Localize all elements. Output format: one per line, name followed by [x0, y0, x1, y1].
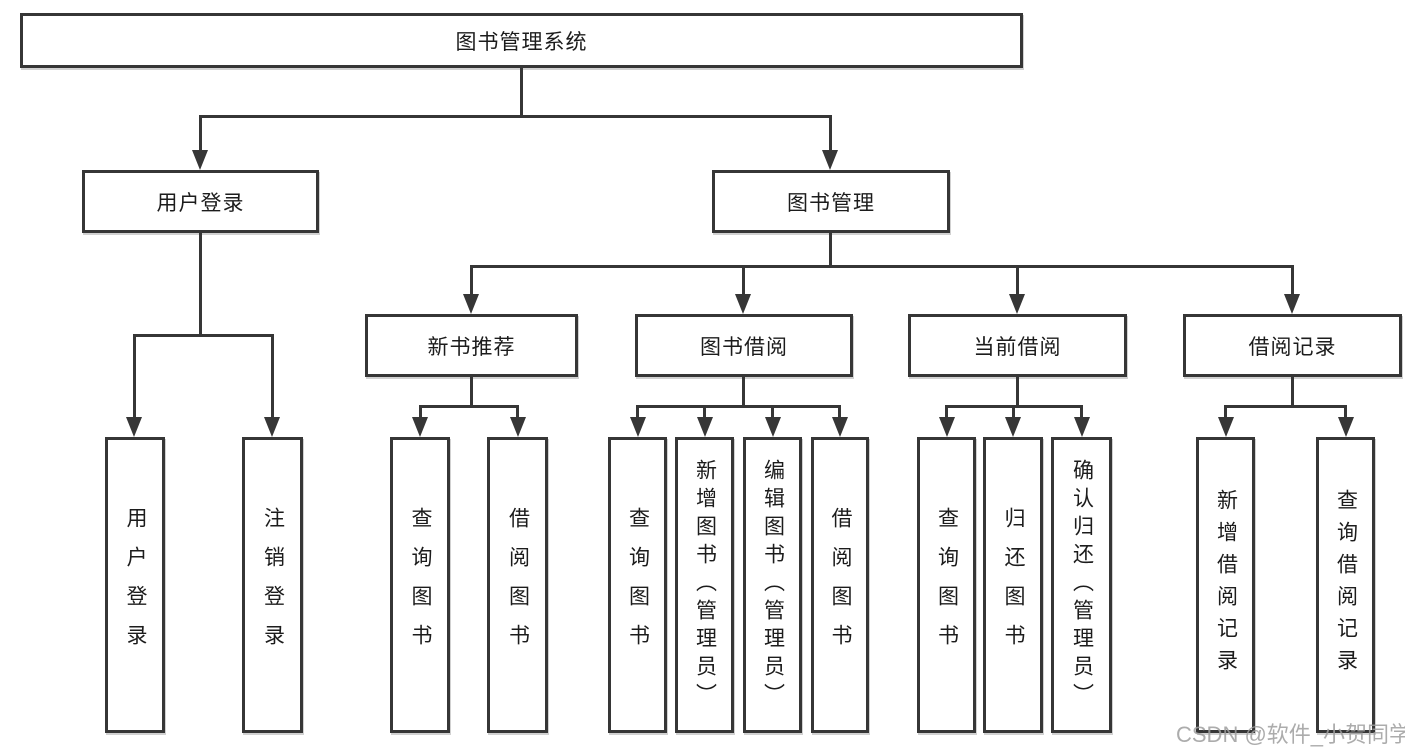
node-current-borrowing: 当前借阅	[908, 314, 1127, 377]
leaf-query-books-borrow: 查询图书	[608, 437, 667, 733]
connector-drop-leaf	[771, 405, 774, 419]
arrow-down-icon	[822, 150, 838, 170]
connector-rec-trunk	[470, 377, 473, 408]
arrow-down-icon	[939, 417, 955, 437]
connector-drop-leaf	[1344, 405, 1347, 419]
arrow-down-icon	[126, 417, 142, 437]
csdn-watermark: CSDN @软件_小贺同学	[1176, 722, 1405, 747]
arrow-down-icon	[1005, 417, 1021, 437]
leaf-add-borrow-record: 新增借阅记录	[1196, 437, 1255, 733]
leaf-query-borrow-record: 查询借阅记录	[1316, 437, 1375, 733]
leaf-edit-books-admin: 编辑图书（管理员）	[743, 437, 802, 733]
connector-drop-leaf	[1012, 405, 1015, 419]
connector-drop-borrow	[742, 265, 745, 297]
node-new-book-recommend: 新书推荐	[365, 314, 578, 377]
leaf-confirm-return-admin: 确认归还（管理员）	[1051, 437, 1112, 733]
connector-drop-book-mgmt	[829, 115, 832, 153]
arrow-down-icon	[192, 150, 208, 170]
connector-drop-leaf	[945, 405, 948, 419]
connector-user-login-bus	[133, 334, 273, 337]
connector-drop-rec	[470, 265, 473, 297]
connector-user-login-trunk	[199, 233, 202, 337]
connector-borrow-trunk	[742, 377, 745, 408]
connector-drop-records	[1291, 265, 1294, 297]
connector-borrow-bus	[636, 405, 841, 408]
leaf-query-books-rec: 查询图书	[390, 437, 450, 733]
arrow-down-icon	[630, 417, 646, 437]
leaf-borrow-books: 借阅图书	[811, 437, 869, 733]
arrow-down-icon	[1218, 417, 1234, 437]
arrow-down-icon	[264, 417, 280, 437]
arrow-down-icon	[765, 417, 781, 437]
connector-drop-current	[1016, 265, 1019, 297]
arrow-down-icon	[832, 417, 848, 437]
leaf-query-books-current: 查询图书	[917, 437, 976, 733]
connector-root-trunk	[520, 66, 523, 118]
node-user-login: 用户登录	[82, 170, 319, 233]
connector-records-bus	[1224, 405, 1347, 408]
connector-rec-bus	[419, 405, 519, 408]
connector-drop-leaf	[271, 334, 274, 420]
connector-drop-user-login	[199, 115, 202, 153]
leaf-add-books-admin: 新增图书（管理员）	[675, 437, 734, 733]
connector-drop-leaf	[636, 405, 639, 419]
connector-drop-leaf	[838, 405, 841, 419]
connector-level1-bus	[199, 115, 832, 118]
connector-level2-bus	[470, 265, 1293, 268]
connector-drop-leaf	[1224, 405, 1227, 419]
connector-drop-leaf	[133, 334, 136, 420]
leaf-return-books: 归还图书	[983, 437, 1043, 733]
arrow-down-icon	[1009, 294, 1025, 314]
connector-records-trunk	[1291, 377, 1294, 408]
arrow-down-icon	[510, 417, 526, 437]
arrow-down-icon	[463, 294, 479, 314]
connector-drop-leaf	[1080, 405, 1083, 419]
node-borrowing-records: 借阅记录	[1183, 314, 1402, 377]
connector-drop-leaf	[516, 405, 519, 419]
arrow-down-icon	[1284, 294, 1300, 314]
arrow-down-icon	[697, 417, 713, 437]
arrow-down-icon	[1338, 417, 1354, 437]
node-library-system: 图书管理系统	[20, 13, 1023, 68]
arrow-down-icon	[735, 294, 751, 314]
connector-drop-leaf	[703, 405, 706, 419]
leaf-borrow-books-rec: 借阅图书	[487, 437, 548, 733]
leaf-logout: 注销登录	[242, 437, 303, 733]
arrow-down-icon	[1074, 417, 1090, 437]
node-book-management: 图书管理	[712, 170, 950, 233]
connector-drop-leaf	[419, 405, 422, 419]
leaf-user-login: 用户登录	[105, 437, 165, 733]
connector-book-mgmt-trunk	[829, 233, 832, 268]
node-book-borrowing: 图书借阅	[635, 314, 853, 377]
arrow-down-icon	[412, 417, 428, 437]
connector-current-trunk	[1016, 377, 1019, 408]
